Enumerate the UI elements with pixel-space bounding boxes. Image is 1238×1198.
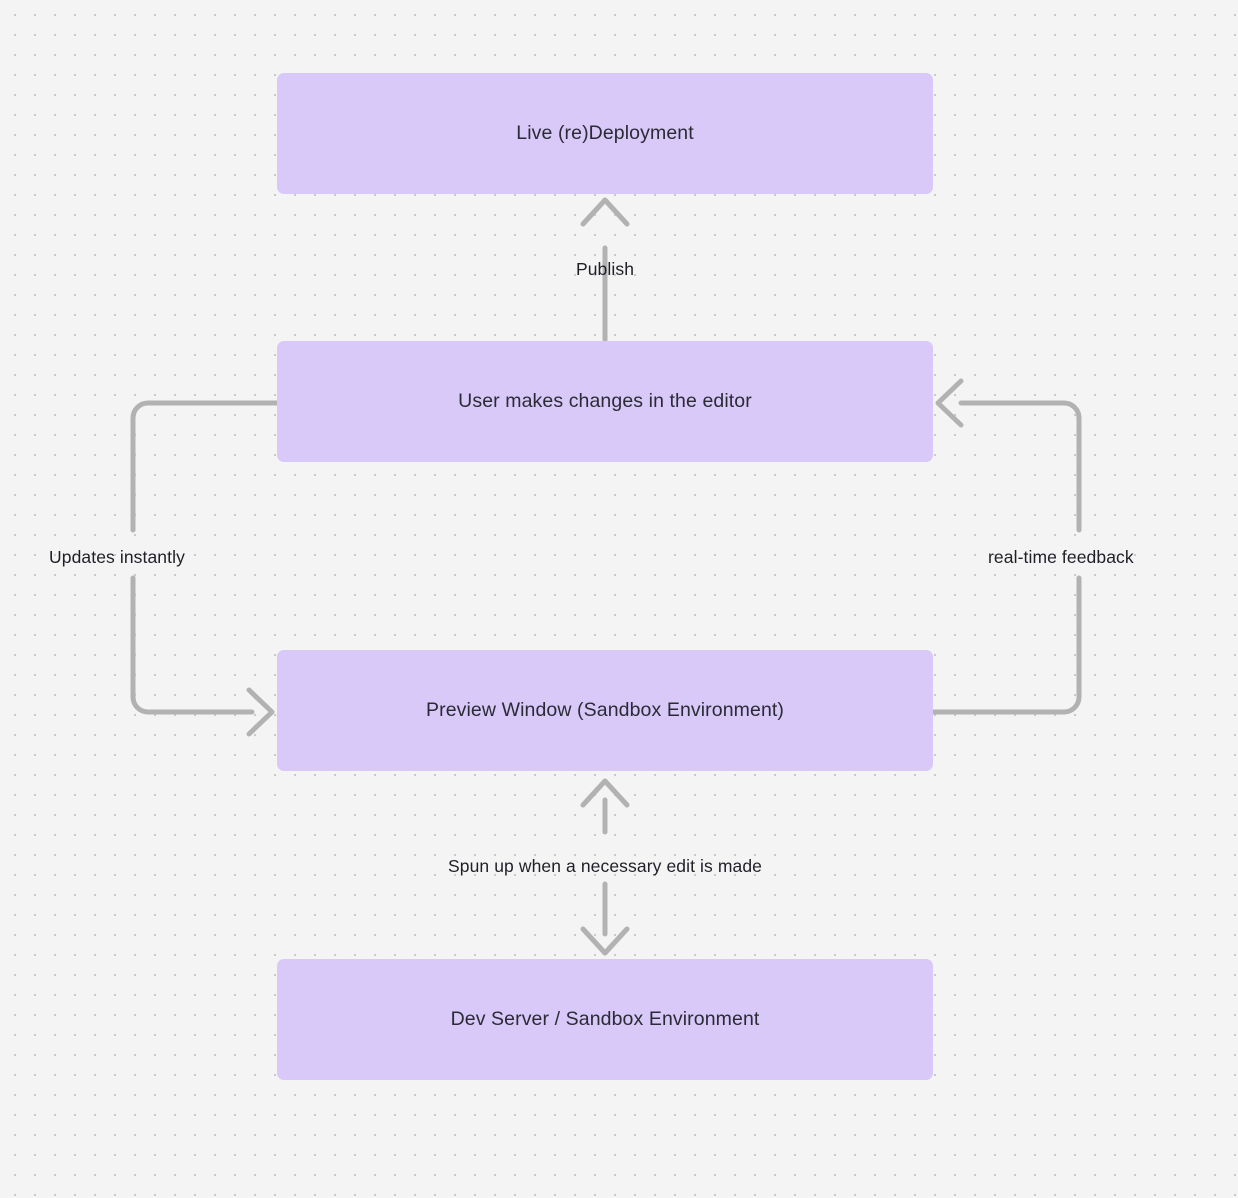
node-label: User makes changes in the editor [458, 390, 752, 413]
edge-label-spun-up: Spun up when a necessary edit is made [447, 856, 763, 876]
edge-label-updates-instantly: Updates instantly [49, 547, 185, 567]
node-label: Dev Server / Sandbox Environment [450, 1008, 760, 1031]
node-dev-server[interactable]: Dev Server / Sandbox Environment [277, 959, 933, 1080]
node-live-redeployment[interactable]: Live (re)Deployment [277, 73, 933, 194]
edge-label-publish: Publish [575, 259, 635, 279]
edge-editor-to-preview [130, 400, 280, 737]
node-label: Preview Window (Sandbox Environment) [426, 699, 784, 722]
node-preview-window[interactable]: Preview Window (Sandbox Environment) [277, 650, 933, 771]
node-label: Live (re)Deployment [516, 122, 694, 145]
edge-label-real-time-feedback: real-time feedback [988, 547, 1134, 567]
node-user-makes-changes[interactable]: User makes changes in the editor [277, 341, 933, 462]
